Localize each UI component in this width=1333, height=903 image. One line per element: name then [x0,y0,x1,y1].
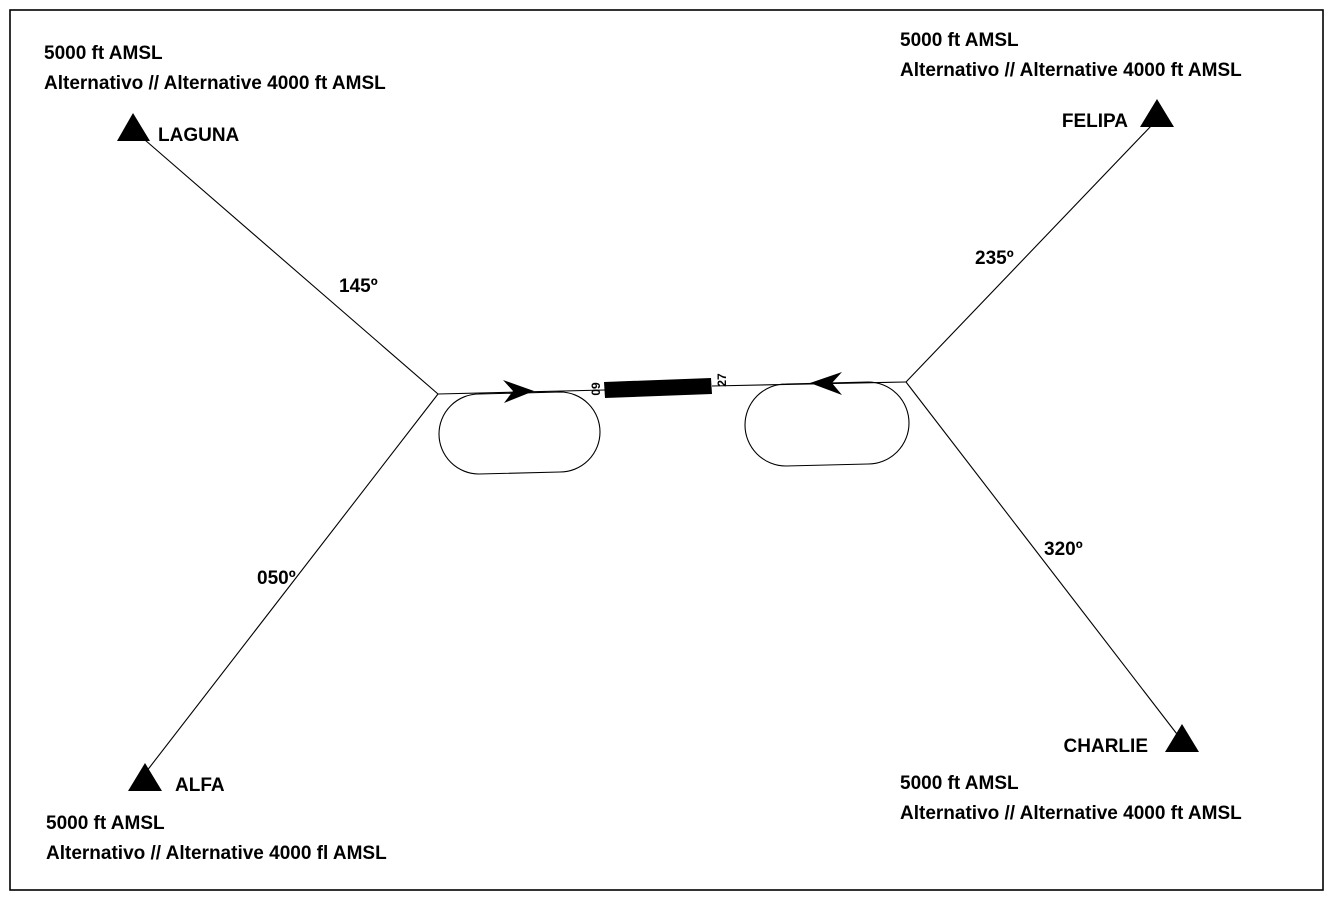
course-label-alfa: 050º [257,568,296,589]
runway-end-27: 27 [715,373,729,387]
arrow-inbound-west-icon [810,372,842,395]
route-line-laguna [144,139,439,395]
waypoint-name-alfa: ALFA [175,775,225,796]
holding-pattern-east [744,381,910,467]
laguna-altitude: 5000 ft AMSL [44,43,163,64]
waypoint-name-charlie: CHARLIE [1064,736,1148,757]
chart-frame [9,9,1324,891]
route-line-charlie [905,381,1181,739]
alfa-altitude: 5000 ft AMSL [46,813,165,834]
course-label-charlie: 320º [1044,539,1083,560]
waypoint-laguna-triangle-icon [117,113,150,141]
runway-end-09: 09 [589,382,603,396]
runway-bar [604,378,712,398]
waypoint-charlie-triangle-icon [1165,724,1199,752]
alfa-alternative: Alternativo // Alternative 4000 fl AMSL [46,843,387,864]
waypoint-name-felipa: FELIPA [1062,111,1128,132]
arrow-inbound-east-icon [503,380,534,403]
waypoint-name-laguna: LAGUNA [158,125,240,146]
route-line-felipa [905,124,1153,383]
course-label-felipa: 235º [975,248,1014,269]
charlie-alternative: Alternativo // Alternative 4000 ft AMSL [900,803,1242,824]
waypoint-alfa-triangle-icon [128,763,162,791]
course-label-laguna: 145º [339,276,378,297]
felipa-alternative: Alternativo // Alternative 4000 ft AMSL [900,60,1242,81]
charlie-altitude: 5000 ft AMSL [900,773,1019,794]
laguna-alternative: Alternativo // Alternative 4000 ft AMSL [44,73,386,94]
felipa-altitude: 5000 ft AMSL [900,30,1019,51]
route-line-alfa [145,393,439,773]
holding-pattern-west [438,391,601,475]
waypoint-felipa-triangle-icon [1140,99,1174,127]
